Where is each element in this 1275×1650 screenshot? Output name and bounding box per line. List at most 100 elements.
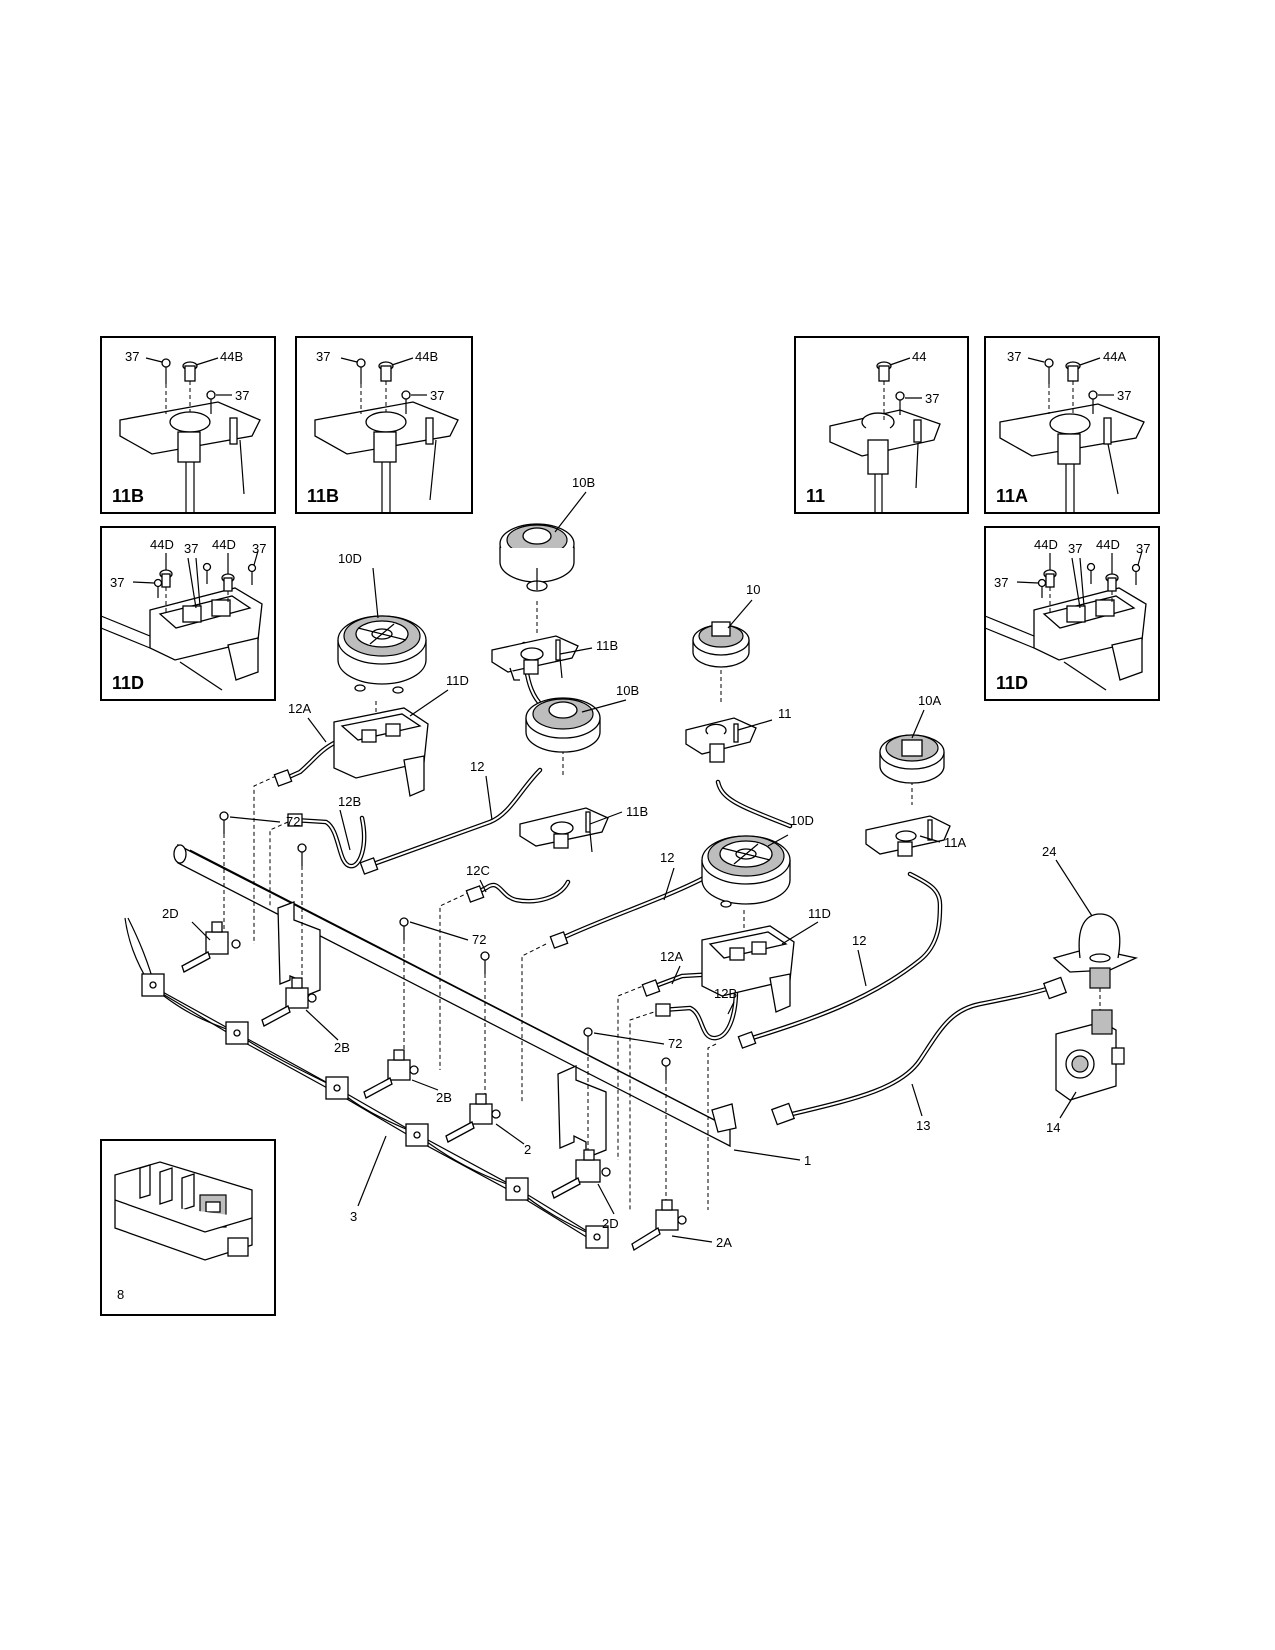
callout-44b: 44B — [220, 349, 243, 364]
screw-icon — [1044, 358, 1054, 384]
screw-icon — [1037, 578, 1047, 598]
callout-11b: 11B — [626, 804, 648, 819]
inset-title: 11B — [307, 486, 339, 506]
valve-2b-left — [261, 977, 317, 1027]
tube-fitting-icon — [273, 769, 293, 787]
inset-title: 8 — [117, 1287, 124, 1302]
callout-10: 10 — [746, 582, 760, 597]
pressure-regulator-24 — [1052, 913, 1139, 989]
callout-37: 37 — [1007, 349, 1021, 364]
burner-base-plate-icon — [119, 401, 261, 512]
callout-44d: 44D — [212, 537, 236, 552]
callout-37: 37 — [994, 575, 1008, 590]
callout-12: 12 — [470, 759, 484, 774]
orifice-cap-icon — [1105, 573, 1119, 592]
callout-37: 37 — [1068, 541, 1082, 556]
callout-37: 37 — [925, 391, 939, 406]
tube-fitting-icon — [549, 931, 569, 949]
callout-2b: 2B — [334, 1040, 350, 1055]
callout-37: 37 — [430, 388, 444, 403]
burner-base-11 — [685, 717, 757, 763]
screw-icon — [247, 563, 257, 585]
callout-44: 44 — [912, 349, 926, 364]
tube-12a-left — [279, 739, 339, 783]
tube-fitting-icon — [655, 1003, 671, 1017]
tube-fitting-icon — [641, 979, 661, 997]
inset-11d-left: 44D 37 44D 37 37 11D — [100, 526, 276, 701]
burner-base-11b-top — [491, 635, 579, 681]
ignitor-clip-icon — [505, 1177, 529, 1201]
callout-12b: 12B — [714, 986, 737, 1001]
callout-24: 24 — [1042, 844, 1056, 859]
screw-72-c — [399, 917, 409, 940]
screw-icon — [356, 358, 366, 384]
callout-12c: 12C — [466, 863, 490, 878]
tube-fitting-icon — [770, 1102, 796, 1126]
valve-2 — [445, 1093, 501, 1143]
tube-fitting-icon — [1042, 976, 1068, 1000]
inset-8-spark-module: 8 — [100, 1139, 276, 1316]
callout-37: 37 — [110, 575, 124, 590]
burner-head-10a — [879, 734, 945, 784]
tube-12-mid — [555, 847, 729, 943]
screw-72-e — [583, 1027, 593, 1050]
inset-title: 11D — [112, 673, 144, 693]
inset-title: 11D — [996, 673, 1028, 693]
tube-12b-left — [291, 815, 367, 869]
dual-burner-base-icon — [100, 587, 263, 691]
screw-icon — [401, 390, 411, 414]
callout-37: 37 — [125, 349, 139, 364]
callout-11b: 11B — [596, 638, 618, 653]
callout-44b: 44B — [415, 349, 438, 364]
burner-base-plate-icon — [829, 409, 941, 512]
callout-37: 37 — [316, 349, 330, 364]
callout-10b: 10B — [616, 683, 639, 698]
screw-icon — [1131, 563, 1141, 585]
callout-44a: 44A — [1103, 349, 1126, 364]
callout-37: 37 — [1117, 388, 1131, 403]
regulator-valve-14 — [1055, 1009, 1125, 1101]
callout-37: 37 — [184, 541, 198, 556]
callout-12a: 12A — [288, 701, 311, 716]
tube-12c — [471, 879, 571, 904]
burner-head-10d-left — [337, 615, 427, 694]
tube-11-feed — [715, 779, 793, 829]
callout-11: 11 — [778, 706, 792, 721]
callout-2d: 2D — [162, 906, 179, 921]
orifice-cap-icon — [378, 361, 394, 382]
ignitor-clip-icon — [585, 1225, 609, 1249]
callout-11d: 11D — [808, 906, 831, 921]
screw-icon — [161, 358, 171, 384]
callout-11d: 11D — [446, 673, 469, 688]
callout-10d: 10D — [338, 551, 362, 566]
tube-fitting-icon — [465, 885, 485, 903]
callout-11a: 11A — [944, 835, 966, 850]
callout-1: 1 — [804, 1153, 811, 1168]
callout-44d: 44D — [1096, 537, 1120, 552]
callout-2: 2 — [524, 1142, 531, 1157]
burner-base-11b-mid — [519, 807, 609, 853]
callout-10b: 10B — [572, 475, 595, 490]
burner-base-11d-left — [333, 707, 429, 797]
tube-fitting-icon — [359, 857, 379, 875]
burner-base-11d-right — [701, 925, 795, 1013]
callout-12: 12 — [660, 850, 674, 865]
ignitor-clip-icon — [405, 1123, 429, 1147]
orifice-cap-icon — [1065, 361, 1081, 382]
inset-11a: 37 44A 37 11A — [984, 336, 1160, 514]
callout-10a: 10A — [918, 693, 941, 708]
valve-2d-right — [551, 1149, 611, 1199]
screw-72-f — [661, 1057, 671, 1080]
burner-base-plate-icon — [999, 403, 1145, 512]
callout-37: 37 — [235, 388, 249, 403]
screw-72-a — [219, 811, 229, 834]
manifold-bracket — [557, 1064, 607, 1159]
inset-11d-right: 44D 37 44D 37 37 11D — [984, 526, 1160, 701]
screw-icon — [206, 390, 216, 414]
burner-base-plate-icon — [314, 401, 459, 512]
tube-12-left — [365, 767, 543, 869]
inset-title: 11A — [996, 486, 1028, 506]
screw-icon — [1088, 390, 1098, 414]
callout-10d: 10D — [790, 813, 814, 828]
